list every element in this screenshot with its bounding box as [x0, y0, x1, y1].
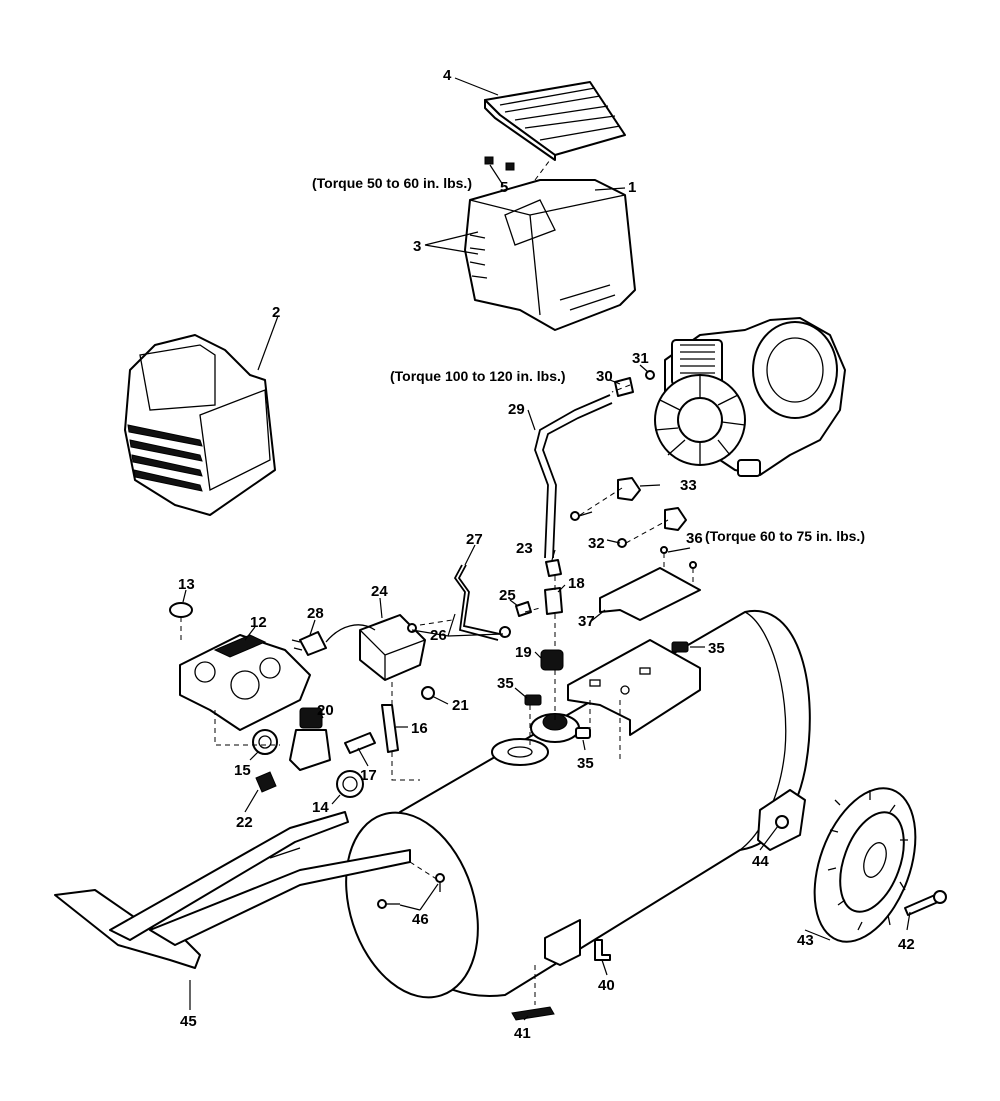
callout-24: 24 — [371, 583, 388, 600]
callout-41: 41 — [514, 1025, 531, 1042]
callout-33: 33 — [680, 477, 697, 494]
callout-2: 2 — [272, 304, 280, 321]
nut-23 — [545, 559, 562, 577]
callout-23: 23 — [516, 540, 533, 557]
callout-44: 44 — [752, 853, 769, 870]
callout-16: 16 — [411, 720, 428, 737]
callout-14: 14 — [312, 799, 329, 816]
callout-21: 21 — [452, 697, 469, 714]
callout-42: 42 — [898, 936, 915, 953]
pad-35-a — [671, 641, 689, 653]
part-callouts: 4 5 1 3 2 30 31 29 33 32 36 27 23 18 25 … — [178, 67, 915, 1042]
callout-22: 22 — [236, 814, 253, 831]
callout-20: 20 — [317, 702, 334, 719]
screws-46 — [377, 873, 445, 909]
callout-35-a: 35 — [708, 640, 725, 657]
assembly-lines — [180, 159, 694, 1005]
gauge-15 — [252, 729, 278, 755]
torque-note-cover-screws: (Torque 50 to 60 in. lbs.) — [312, 175, 472, 191]
control-panel-bracket — [179, 634, 311, 731]
callout-31: 31 — [632, 350, 649, 367]
callout-45: 45 — [180, 1013, 197, 1030]
callout-46: 46 — [412, 911, 429, 928]
callout-37: 37 — [578, 613, 595, 630]
callout-28: 28 — [307, 605, 324, 622]
washer-31 — [645, 370, 655, 380]
callout-18: 18 — [568, 575, 585, 592]
power-cord — [291, 624, 376, 656]
regulator — [289, 707, 331, 771]
callout-25: 25 — [499, 587, 516, 604]
pad-35-b — [524, 694, 542, 706]
callout-40: 40 — [598, 977, 615, 994]
tank-leg — [544, 919, 581, 966]
callout-1: 1 — [628, 179, 636, 196]
quick-coupler — [255, 771, 277, 793]
nut-26-b — [499, 626, 511, 638]
unloader-tube — [453, 564, 501, 641]
outlet-tube — [534, 394, 613, 559]
mounting-base-plate — [567, 639, 701, 736]
plug-13 — [169, 602, 193, 618]
callout-27: 27 — [466, 531, 483, 548]
isolator-33-a — [617, 477, 641, 501]
gauge-14 — [336, 770, 364, 798]
callout-12: 12 — [250, 614, 267, 631]
nipple-17 — [344, 732, 376, 754]
motor-pump-assembly — [654, 317, 846, 477]
callout-13: 13 — [178, 576, 195, 593]
check-valve — [544, 587, 563, 615]
front-shroud — [124, 334, 276, 516]
wheel — [813, 787, 917, 943]
gasket — [599, 567, 701, 621]
shroud-top-cover — [484, 81, 626, 161]
callout-4: 4 — [443, 67, 452, 84]
callout-26: 26 — [430, 627, 447, 644]
callout-3: 3 — [413, 238, 421, 255]
strain-relief — [540, 649, 564, 671]
handle — [54, 811, 411, 969]
callout-43: 43 — [797, 932, 814, 949]
callout-30: 30 — [596, 368, 613, 385]
safety-valve — [421, 686, 435, 700]
torque-note-base-screws: (Torque 60 to 75 in. lbs.) — [705, 528, 865, 544]
nipple-16 — [381, 704, 399, 753]
callout-15: 15 — [234, 762, 251, 779]
callout-36: 36 — [686, 530, 703, 547]
fitting-30 — [614, 377, 634, 397]
callout-19: 19 — [515, 644, 532, 661]
drain-valve — [594, 939, 611, 961]
leader-lines — [182, 77, 911, 1021]
motor-shroud — [464, 179, 636, 331]
callout-17: 17 — [360, 767, 377, 784]
nut-44 — [775, 815, 789, 829]
callout-35-b: 35 — [497, 675, 514, 692]
torque-note-outlet-fitting: (Torque 100 to 120 in. lbs.) — [390, 368, 566, 384]
callout-29: 29 — [508, 401, 525, 418]
foot-pad — [511, 1006, 555, 1021]
clips-5 — [484, 156, 515, 171]
callout-35-c: 35 — [577, 755, 594, 772]
axle-bolt — [904, 890, 947, 916]
callout-32: 32 — [588, 535, 605, 552]
pad-35-c — [575, 727, 591, 739]
fitting-25 — [515, 601, 532, 617]
callout-5: 5 — [500, 179, 508, 196]
isolator-33-b — [664, 507, 687, 531]
